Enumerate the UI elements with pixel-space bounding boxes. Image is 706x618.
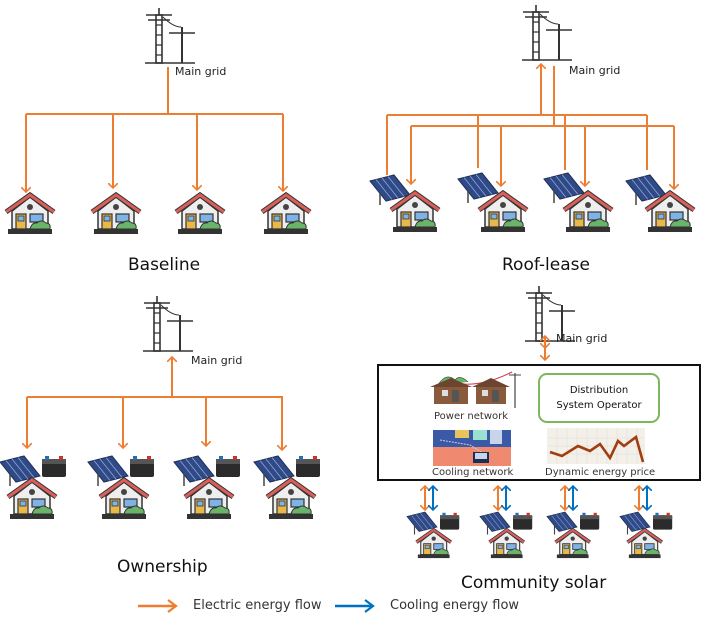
house-icon xyxy=(8,480,56,519)
community-solar-panel xyxy=(406,285,673,560)
battery-icon xyxy=(130,456,154,477)
house-icon xyxy=(100,480,148,519)
roof-lease-flows xyxy=(386,64,674,189)
power-network-illustration xyxy=(430,371,521,408)
cooling-network-illustration xyxy=(433,430,511,466)
ownership-grid-label: Main grid xyxy=(191,354,243,367)
dynamic-price-label: Dynamic energy price xyxy=(545,467,656,478)
operator-box xyxy=(377,364,701,481)
baseline-title: Baseline xyxy=(128,255,201,275)
battery-icon xyxy=(296,456,320,477)
grid-pylon-icon xyxy=(521,4,573,61)
community-grid-label: Main grid xyxy=(556,332,608,345)
dso-line2: System Operator xyxy=(556,400,642,411)
house-icon xyxy=(262,195,310,234)
grid-pylon-icon xyxy=(144,7,196,64)
battery-icon xyxy=(42,456,66,477)
battery-icon xyxy=(580,512,600,530)
house-icon xyxy=(176,195,224,234)
house-icon xyxy=(185,480,233,519)
ownership-flows xyxy=(27,357,283,450)
baseline-panel xyxy=(6,7,310,234)
grid-pylon-icon xyxy=(142,295,194,352)
ownership-title: Ownership xyxy=(117,557,208,577)
house-icon xyxy=(646,193,694,232)
legend-cooling-label: Cooling energy flow xyxy=(390,598,520,613)
bidirectional-arrow xyxy=(498,486,506,510)
roof-lease-grid-label: Main grid xyxy=(569,64,621,77)
battery-icon xyxy=(216,456,240,477)
dso-line1: Distribution xyxy=(569,385,629,396)
house-icon xyxy=(391,193,439,232)
distribution-system-operator: Distribution System Operator xyxy=(538,373,660,423)
battery-icon xyxy=(440,512,460,530)
power-network-label: Power network xyxy=(434,411,509,422)
dynamic-price-illustration xyxy=(547,428,645,464)
house-icon xyxy=(6,195,54,234)
legend-electric-label: Electric energy flow xyxy=(193,598,322,613)
house-icon xyxy=(487,528,526,560)
bidirectional-arrow xyxy=(565,486,573,510)
community-solar-title: Community solar xyxy=(461,573,607,593)
cooling-network-label: Cooling network xyxy=(432,467,514,478)
bidirectional-arrow xyxy=(639,486,647,510)
house-icon xyxy=(92,195,140,234)
roof-lease-panel xyxy=(369,4,694,232)
house-icon xyxy=(414,528,453,560)
bidirectional-arrow xyxy=(425,486,433,510)
community-flows xyxy=(425,486,647,510)
battery-icon xyxy=(653,512,673,530)
battery-icon xyxy=(513,512,533,530)
house-icon xyxy=(625,528,664,560)
house-icon xyxy=(267,480,315,519)
roof-lease-title: Roof-lease xyxy=(502,255,590,275)
house-icon xyxy=(564,193,612,232)
house-icon xyxy=(553,528,592,560)
baseline-flows xyxy=(26,67,283,192)
ownership-panel xyxy=(0,295,320,519)
house-icon xyxy=(479,193,527,232)
baseline-grid-label: Main grid xyxy=(175,65,227,78)
